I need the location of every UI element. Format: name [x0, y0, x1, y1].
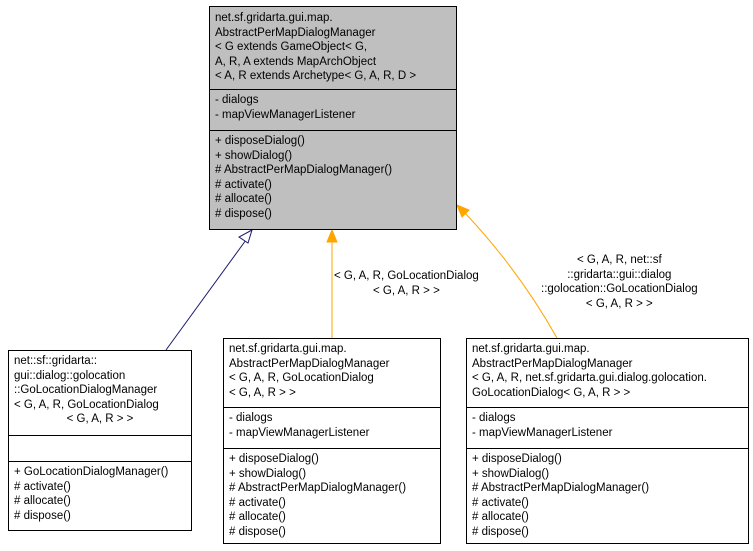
attribute: - mapViewManagerListener — [229, 426, 370, 439]
title-line: < G, A, R > > — [66, 413, 134, 425]
edge-label-line: < G, A, R, GoLocationDialog — [334, 270, 479, 282]
method: + disposeDialog() — [472, 453, 562, 465]
inherit-arrowhead — [238, 228, 253, 244]
title-line: net.sf.gridarta.gui.map. — [472, 343, 590, 355]
inherit-edge — [165, 239, 247, 351]
method: + showDialog() — [229, 467, 307, 480]
attributes-section: - dialogs - mapViewManagerListener — [210, 89, 456, 130]
class-box-template-instance-right[interactable]: net.sf.gridarta.gui.map. AbstractPerMapD… — [466, 338, 749, 544]
title-line: < G, A, R, net.sf.gridarta.gui.dialog.go… — [472, 372, 707, 384]
title-line: AbstractPerMapDialogManager — [472, 357, 633, 370]
template-arrowhead-mid — [326, 228, 338, 243]
title-line: GoLocationDialog< G, A, R > > — [472, 386, 631, 399]
method: # activate() — [472, 496, 529, 509]
class-box-go-location-dialog-manager[interactable]: net::sf::gridarta:: gui::dialog::golocat… — [8, 350, 192, 531]
class-box-template-instance-mid[interactable]: net.sf.gridarta.gui.map. AbstractPerMapD… — [223, 338, 441, 544]
title-line: < G, A, R, GoLocationDialog — [229, 372, 374, 384]
method: + disposeDialog() — [215, 135, 305, 147]
method: # allocate() — [229, 511, 286, 523]
method: # AbstractPerMapDialogManager() — [229, 482, 407, 494]
attribute: - dialogs — [472, 412, 516, 424]
template-edge-right — [463, 211, 558, 339]
class-title: net::sf::gridarta:: gui::dialog::golocat… — [9, 351, 191, 435]
method: # dispose() — [215, 207, 272, 220]
title-line: AbstractPerMapDialogManager — [215, 26, 376, 39]
methods-section: + disposeDialog() + showDialog() # Abstr… — [210, 130, 456, 225]
class-title: net.sf.gridarta.gui.map. AbstractPerMapD… — [224, 339, 440, 407]
class-title: net.sf.gridarta.gui.map. AbstractPerMapD… — [210, 7, 456, 89]
title-line: net::sf::gridarta:: — [14, 355, 98, 367]
method: # activate() — [229, 496, 286, 509]
title-line: gui::dialog::golocation — [14, 369, 126, 382]
method: # allocate() — [14, 495, 71, 507]
title-line: AbstractPerMapDialogManager — [229, 357, 390, 370]
edge-label-line: < G, A, R > > — [372, 284, 440, 297]
title-line: ::GoLocationDialogManager — [14, 384, 158, 396]
attribute: - dialogs — [215, 94, 259, 106]
attributes-section: - dialogs - mapViewManagerListener — [467, 407, 748, 448]
class-title: net.sf.gridarta.gui.map. AbstractPerMapD… — [467, 339, 748, 407]
class-box-base[interactable]: net.sf.gridarta.gui.map. AbstractPerMapD… — [209, 6, 457, 230]
title-line: < G, A, R > > — [229, 386, 296, 399]
method: # dispose() — [229, 525, 286, 538]
method: # allocate() — [472, 511, 529, 523]
attribute: - dialogs — [229, 412, 273, 424]
edge-label-mid: < G, A, R, GoLocationDialog < G, A, R > … — [334, 269, 479, 298]
method: + showDialog() — [472, 467, 550, 480]
title-line: < G, A, R, GoLocationDialog — [14, 398, 159, 411]
attributes-section — [9, 435, 191, 461]
attribute: - mapViewManagerListener — [215, 108, 356, 121]
method: # AbstractPerMapDialogManager() — [215, 164, 393, 176]
method: + GoLocationDialogManager() — [14, 466, 169, 478]
method: # allocate() — [215, 193, 272, 205]
attributes-section: - dialogs - mapViewManagerListener — [224, 407, 440, 448]
method: # activate() — [14, 480, 71, 493]
method: + showDialog() — [215, 149, 293, 162]
title-line: net.sf.gridarta.gui.map. — [215, 12, 333, 24]
methods-section: + disposeDialog() + showDialog() # Abstr… — [467, 448, 748, 543]
title-line: < G extends GameObject< G, — [215, 41, 368, 53]
title-line: < A, R extends Archetype< G, A, R, D > — [215, 70, 417, 82]
method: # activate() — [215, 178, 272, 191]
method: # dispose() — [472, 525, 529, 538]
edge-label-line: < G, A, R > > — [585, 297, 653, 310]
methods-section: + GoLocationDialogManager() # activate()… — [9, 461, 191, 527]
edge-label-right: < G, A, R, net::sf ::gridarta::gui::dial… — [541, 253, 698, 311]
template-arrowhead-right — [456, 204, 470, 218]
method: # AbstractPerMapDialogManager() — [472, 482, 650, 494]
edge-label-line: ::gridarta::gui::dialog — [567, 268, 672, 281]
edge-label-line: ::golocation::GoLocationDialog — [541, 283, 698, 295]
methods-section: + disposeDialog() + showDialog() # Abstr… — [224, 448, 440, 543]
title-line: net.sf.gridarta.gui.map. — [229, 343, 347, 355]
method: # dispose() — [14, 509, 71, 522]
edge-label-line: < G, A, R, net::sf — [576, 254, 662, 266]
title-line: A, R, A extends MapArchObject — [215, 55, 377, 68]
method: + disposeDialog() — [229, 453, 319, 465]
attribute: - mapViewManagerListener — [472, 426, 613, 439]
